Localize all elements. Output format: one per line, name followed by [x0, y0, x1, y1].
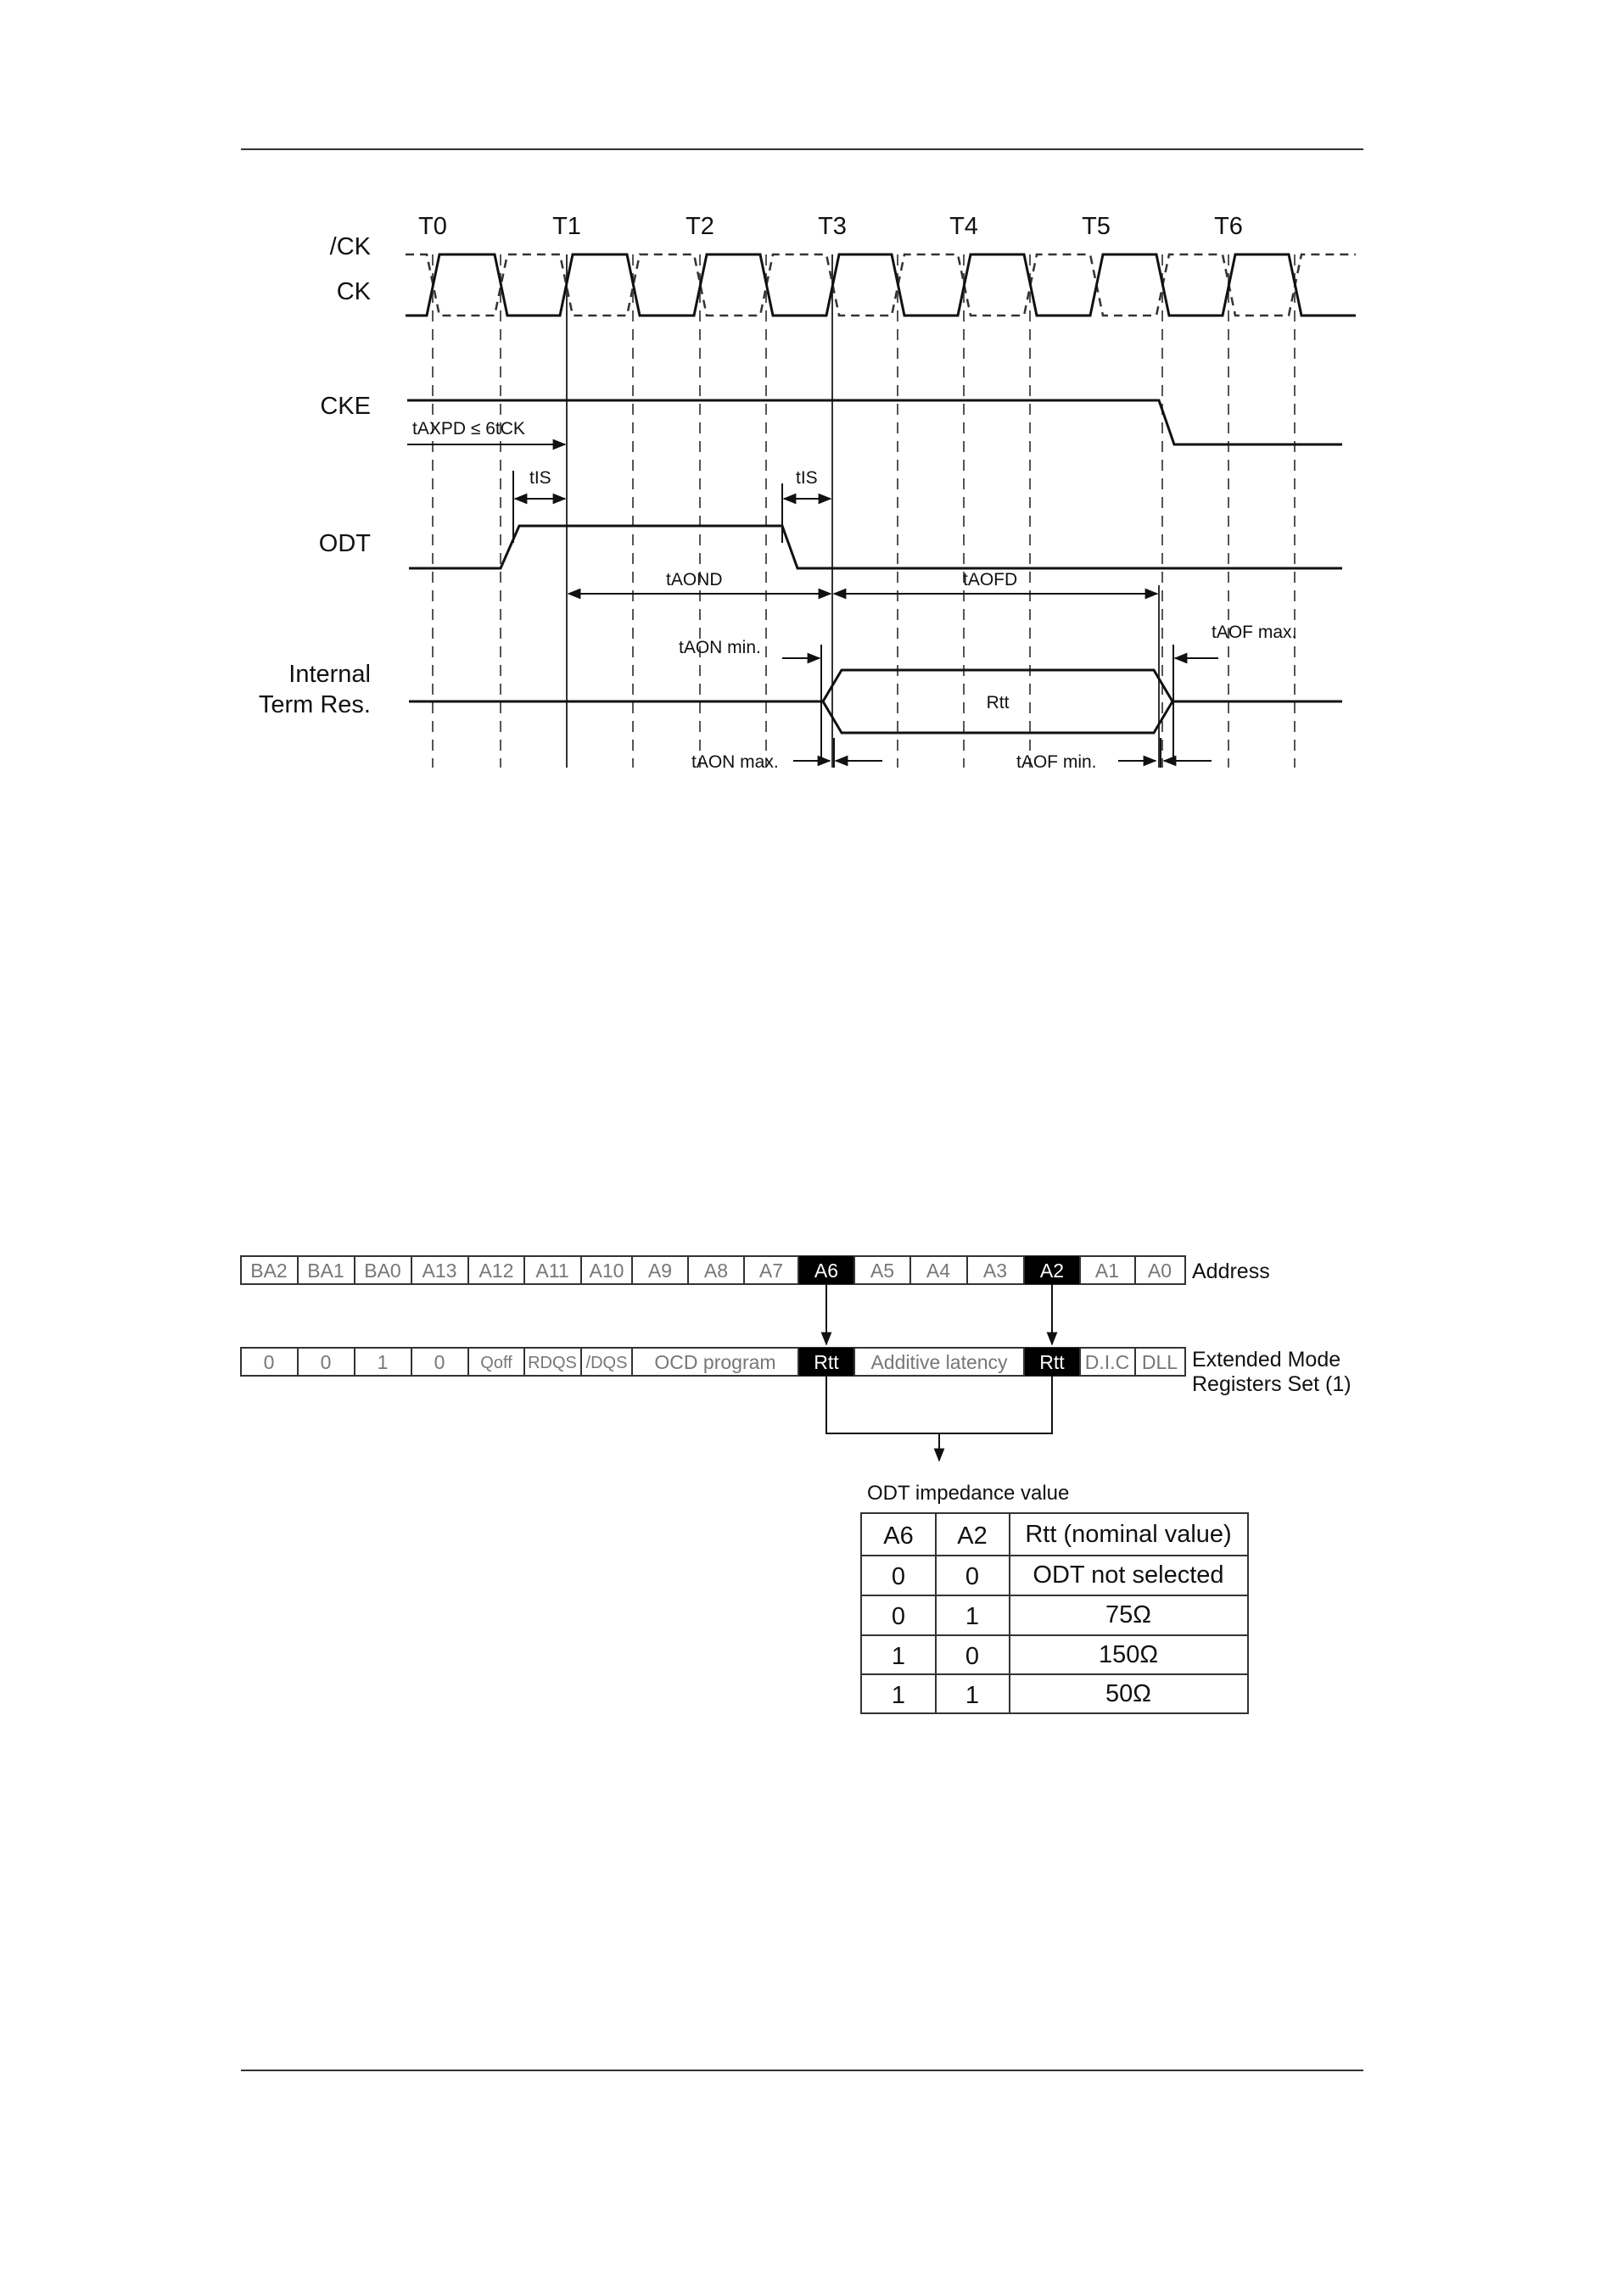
address-cell-a1: A1: [1095, 1260, 1119, 1282]
odt-row1-a6: 0: [892, 1563, 905, 1590]
clock-label-t2: T2: [686, 213, 714, 240]
odt-row2-a2: 1: [965, 1603, 979, 1630]
emr-cell-rtt-a6-highlight: [798, 1348, 854, 1376]
emr-cell-dll: DLL: [1142, 1351, 1178, 1373]
address-cell-a9: A9: [648, 1260, 672, 1282]
address-cell-ba2: BA2: [250, 1260, 287, 1282]
odt-header-a2: A2: [957, 1522, 987, 1550]
taond-label: tAOND: [666, 570, 723, 589]
emr-cell-0c: 0: [434, 1351, 445, 1373]
address-cell-a3: A3: [983, 1260, 1007, 1282]
emr-cell-rtt-a2-highlight: [1024, 1348, 1080, 1376]
odt-row3-a6: 1: [892, 1643, 905, 1670]
address-cell-a11: A11: [535, 1260, 568, 1282]
taon-min-label: tAON min.: [679, 638, 761, 657]
address-cell-a5: A5: [870, 1260, 894, 1282]
emr-cell-rdqs: RDQS: [528, 1354, 577, 1372]
address-cell-a6: A6: [814, 1260, 838, 1282]
signal-term-line2: Term Res.: [259, 691, 371, 718]
address-cell-a7: A7: [759, 1260, 783, 1282]
emr-cell-1: 1: [378, 1351, 389, 1373]
address-cell-a8: A8: [704, 1260, 728, 1282]
address-cell-a0: A0: [1148, 1260, 1172, 1282]
clock-label-t5: T5: [1082, 213, 1111, 240]
emr-label-line2: Registers Set (1): [1192, 1372, 1352, 1396]
address-cell-ba1: BA1: [307, 1260, 344, 1282]
tis-2-label: tIS: [796, 468, 818, 488]
odt-row2-rtt: 75Ω: [1105, 1601, 1151, 1628]
taon-max-label: tAON max.: [691, 752, 779, 772]
signal-ck-bar: /CK: [330, 233, 372, 260]
taof-min-label: tAOF min.: [1016, 752, 1097, 772]
address-cell-a4: A4: [926, 1260, 950, 1282]
clock-label-t4: T4: [949, 213, 978, 240]
address-cell-a10: A10: [590, 1260, 624, 1282]
clock-label-t3: T3: [818, 213, 847, 240]
emr-cell-additive-latency: Additive latency: [870, 1351, 1008, 1373]
signal-odt: ODT: [319, 530, 372, 557]
address-cell-ba0: BA0: [364, 1260, 400, 1282]
odt-row1-a2: 0: [965, 1563, 979, 1590]
taxpd-label: tAXPD ≤ 6tCK: [412, 419, 525, 439]
register-diagram: BA2 BA1 BA0 A13 A12 A11 A10 A9 A8 A7 A6 …: [240, 1255, 1352, 1714]
signal-term-line1: Internal: [288, 661, 371, 688]
signal-cke: CKE: [320, 393, 371, 420]
bottom-rule: [241, 2070, 1363, 2071]
emr-cell-0a: 0: [264, 1351, 275, 1373]
guide-lines: [432, 254, 1296, 768]
emr-cell-0b: 0: [321, 1351, 332, 1373]
address-row: BA2 BA1 BA0 A13 A12 A11 A10 A9 A8 A7 A6 …: [240, 1255, 1186, 1285]
odt-header-rtt: Rtt (nominal value): [1025, 1521, 1231, 1548]
cke-waveform: [407, 399, 1342, 446]
taofd-label: tAOFD: [963, 570, 1017, 589]
rtt-region-label: Rtt: [987, 693, 1010, 712]
term-res-waveform: [409, 668, 1342, 703]
odt-row4-a6: 1: [892, 1682, 905, 1709]
emr-cell-dic: D.I.C: [1085, 1351, 1129, 1373]
rtt-region-bottom: [821, 701, 1174, 735]
clock-label-t1: T1: [552, 213, 581, 240]
taof-max-label: tAOF max.: [1212, 623, 1296, 642]
signal-ck: CK: [337, 278, 372, 305]
clock-label-t6: T6: [1214, 213, 1243, 240]
tis-1-label: tIS: [529, 468, 551, 488]
clock-label-t0: T0: [418, 213, 447, 240]
address-cell-a2-highlight: [1024, 1256, 1080, 1284]
emr-row: 0 0 1 0 Qoff RDQS /DQS OCD program Rtt A…: [240, 1347, 1186, 1377]
odt-row4-a2: 1: [965, 1682, 979, 1709]
odt-table-caption: ODT impedance value: [867, 1482, 1069, 1505]
emr-cell-qoff: Qoff: [480, 1354, 512, 1372]
address-cell-a2: A2: [1040, 1260, 1064, 1282]
odt-header-a6: A6: [883, 1522, 913, 1550]
odt-row2-a6: 0: [892, 1603, 905, 1630]
odt-table: A6 A2 Rtt (nominal value) 0 0 ODT not se…: [860, 1512, 1249, 1714]
odt-row4-rtt: 50Ω: [1105, 1680, 1151, 1707]
odt-waveform: [409, 524, 1342, 570]
address-cell-a13: A13: [423, 1260, 457, 1282]
odt-row3-a2: 0: [965, 1643, 979, 1670]
odt-row3-rtt: 150Ω: [1099, 1641, 1158, 1668]
address-label: Address: [1192, 1260, 1270, 1283]
top-rule: [241, 148, 1363, 150]
timing-diagram: T0 T1 T2 T3 T4 T5 T6 /CK CK CKE ODT Inte…: [259, 213, 1356, 772]
address-cell-a12: A12: [479, 1260, 514, 1282]
odt-row1-rtt: ODT not selected: [1033, 1561, 1223, 1589]
emr-cell-dqs: /DQS: [586, 1354, 628, 1372]
ck-waveform: [406, 253, 1356, 317]
address-cell-a6-highlight: [798, 1256, 854, 1284]
emr-cell-ocd-program: OCD program: [654, 1351, 775, 1373]
rtt-bracket: [825, 1376, 1053, 1434]
emr-label-line1: Extended Mode: [1192, 1348, 1340, 1371]
emr-cell-rtt-a2: Rtt: [1039, 1351, 1065, 1373]
emr-cell-rtt-a6: Rtt: [814, 1351, 839, 1373]
